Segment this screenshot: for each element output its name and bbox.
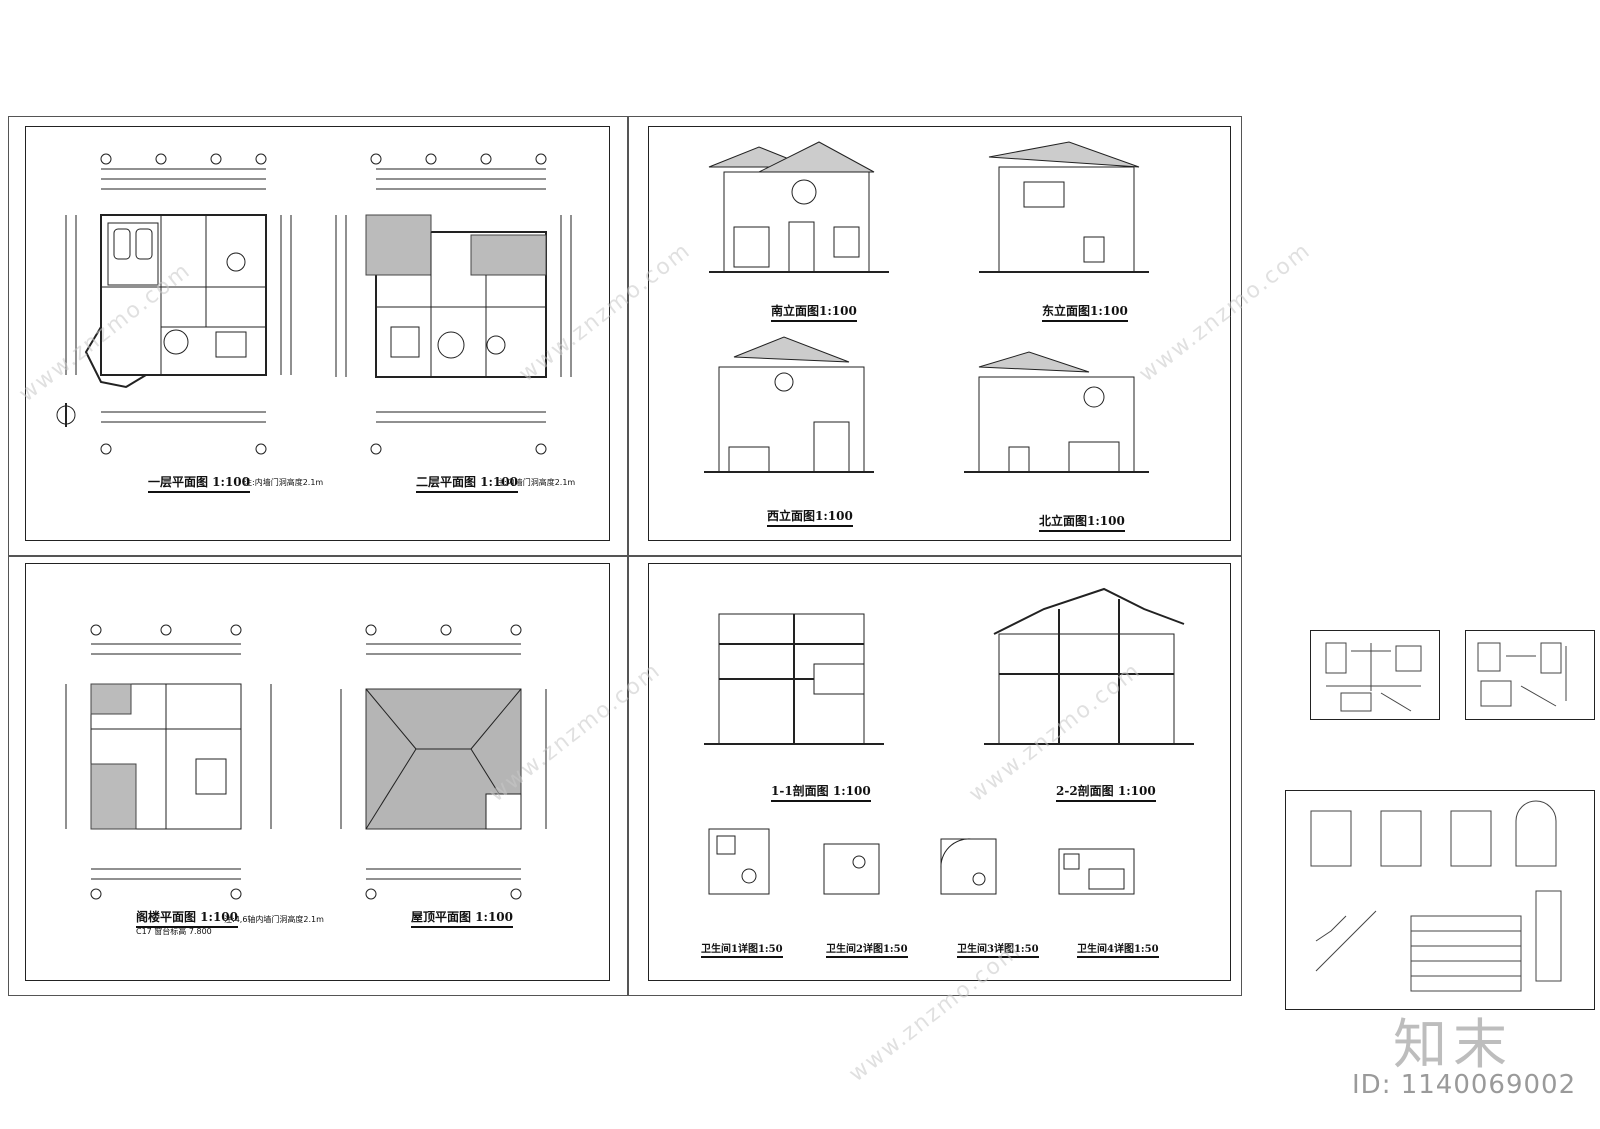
plan1-note: 注:内墙门洞高度2.1m <box>244 478 324 487</box>
section-2-2-title: 2-2剖面图 1:100 <box>1056 782 1156 802</box>
divider-line <box>8 555 1242 557</box>
elevations-drawing <box>704 141 1149 473</box>
attic-roof-drawing <box>65 624 547 900</box>
west-elevation-title: 西立面图1:100 <box>767 507 853 527</box>
bath3-detail-title: 卫生间3详图1:50 <box>957 940 1039 958</box>
detail-sheet-2 <box>1465 630 1595 720</box>
plan1-title: 一层平面图 1:100 <box>148 473 251 493</box>
watermark-logo: 知末 <box>1393 1013 1513 1076</box>
east-elevation-title: 东立面图1:100 <box>1042 302 1128 322</box>
plan2-note: 注:内墙门洞高度2.1m <box>496 478 576 487</box>
floor-plans-drawing <box>56 153 572 455</box>
south-elevation-title: 南立面图1:100 <box>771 302 857 322</box>
detail-sheet-1-drawing <box>1325 642 1422 712</box>
roof-plan-title: 屋顶平面图 1:100 <box>411 908 514 928</box>
detail-sheet-2-drawing <box>1477 642 1567 707</box>
bath4-detail-title: 卫生间4详图1:50 <box>1077 940 1159 958</box>
stairs-detail-drawing <box>1310 800 1562 992</box>
section-1-1-title: 1-1剖面图 1:100 <box>771 782 871 802</box>
sheet-sections: 1-1剖面图 1:100 2-2剖面图 1:100 卫生间1详图1:50 卫生间… <box>648 563 1231 981</box>
bath1-detail-title: 卫生间1详图1:50 <box>701 940 783 958</box>
sections-drawing <box>704 587 1194 895</box>
bath2-detail-title: 卫生间2详图1:50 <box>826 940 908 958</box>
detail-sheet-1 <box>1310 630 1440 720</box>
attic-plan-note: 注:4,6轴内墙门洞高度2.1m <box>224 915 324 924</box>
detail-sheet-stairs <box>1285 790 1595 1010</box>
watermark-id: ID: 1140069002 <box>1352 1070 1577 1100</box>
sheet-elevations: 南立面图1:100 东立面图1:100 西立面图1:100 北立面图1:100 <box>648 126 1231 541</box>
north-elevation-title: 北立面图1:100 <box>1039 512 1125 532</box>
attic-plan-title: 阁楼平面图 1:100 <box>136 908 239 928</box>
attic-sill-note: C17 窗台标高 7.800 <box>136 927 212 936</box>
sheet-attic-roof: 阁楼平面图 1:100 注:4,6轴内墙门洞高度2.1m C17 窗台标高 7.… <box>25 563 610 981</box>
plan2-title: 二层平面图 1:100 <box>416 473 519 493</box>
sheet-floor-plans: 一层平面图 1:100 注:内墙门洞高度2.1m 二层平面图 1:100 注:内… <box>25 126 610 541</box>
